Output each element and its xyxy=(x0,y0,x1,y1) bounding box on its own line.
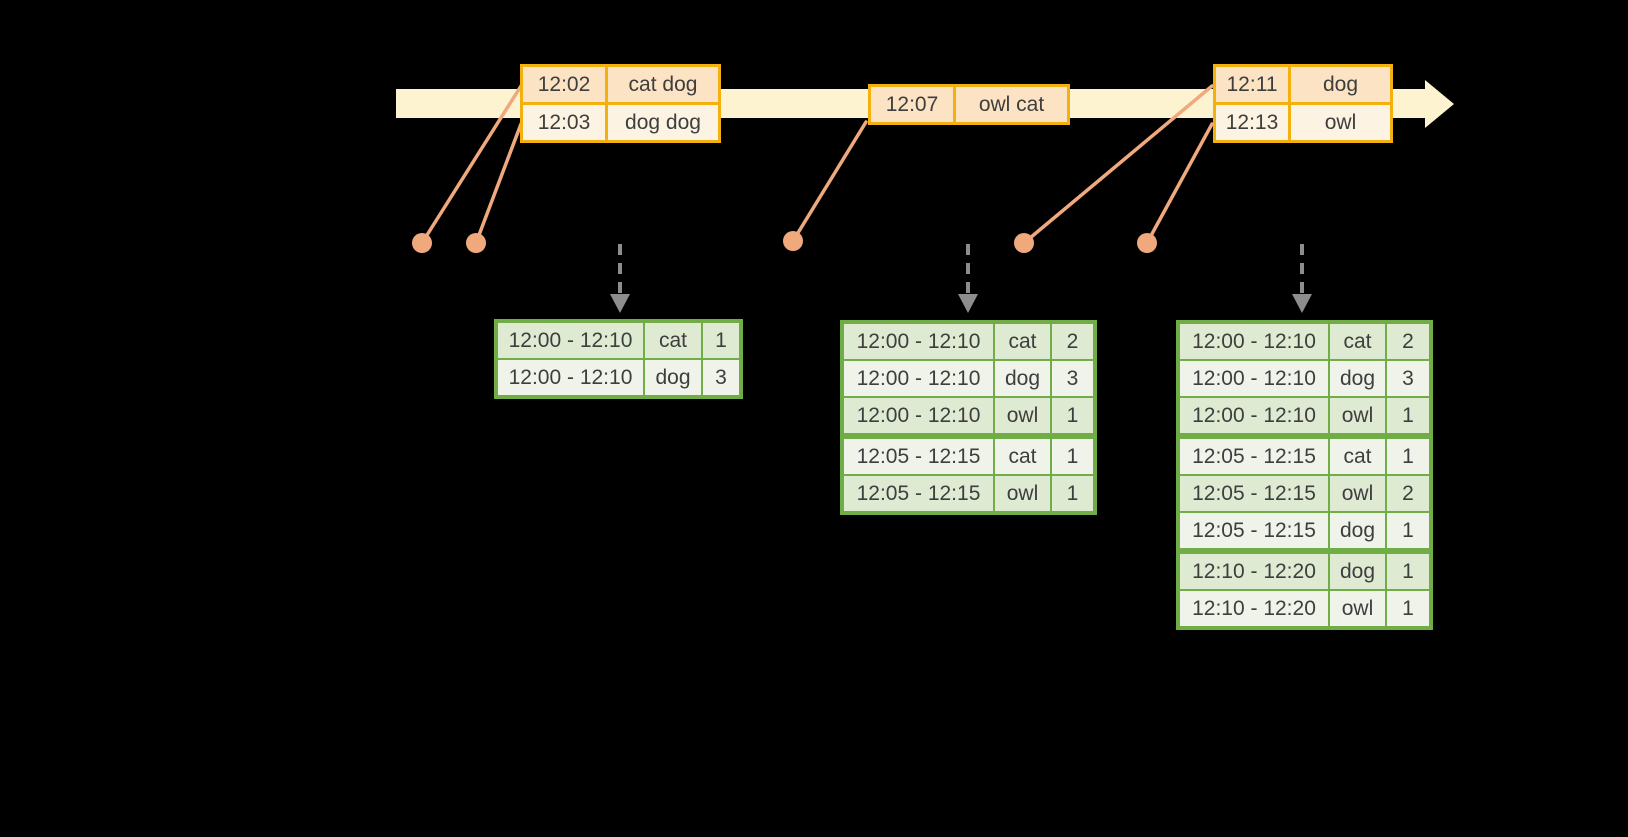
trigger-arrow xyxy=(610,244,630,313)
table-row: 12:00 - 12:10 owl 1 xyxy=(844,398,1093,433)
table-row: 12:13 owl xyxy=(1216,105,1390,140)
count-cell: 1 xyxy=(1387,439,1429,474)
result-table: 12:00 - 12:10 cat 2 12:00 - 12:10 dog 3 … xyxy=(840,320,1097,515)
table-row: 12:05 - 12:15 owl 2 xyxy=(1180,476,1429,511)
event-dot xyxy=(466,233,486,253)
count-cell: 1 xyxy=(1387,398,1429,433)
trigger-arrow xyxy=(958,244,978,313)
connector-line xyxy=(420,84,523,245)
event-table: 12:07 owl cat xyxy=(868,84,1070,125)
window-cell: 12:10 - 12:20 xyxy=(1180,591,1328,626)
word-cell: cat xyxy=(645,323,701,358)
count-cell: 1 xyxy=(1387,554,1429,589)
word-cell: dog xyxy=(995,361,1050,396)
event-dot xyxy=(783,231,803,251)
word-cell: cat xyxy=(995,324,1050,359)
table-row: 12:00 - 12:10 cat 2 xyxy=(1180,324,1429,359)
word-cell: dog xyxy=(1330,513,1385,548)
window-cell: 12:05 - 12:15 xyxy=(1180,476,1328,511)
event-dot xyxy=(1137,233,1157,253)
word-cell: cat xyxy=(1330,324,1385,359)
word-cell: owl xyxy=(995,476,1050,511)
event-time-cell: 12:13 xyxy=(1216,105,1288,140)
word-cell: cat xyxy=(995,439,1050,474)
result-table: 12:00 - 12:10 cat 2 12:00 - 12:10 dog 3 … xyxy=(1176,320,1433,630)
window-cell: 12:00 - 12:10 xyxy=(1180,361,1328,396)
event-words-cell: cat dog xyxy=(608,67,718,102)
event-words-cell: owl xyxy=(1291,105,1390,140)
window-cell: 12:00 - 12:10 xyxy=(498,360,643,395)
connector-line xyxy=(474,122,523,245)
word-cell: cat xyxy=(1330,439,1385,474)
count-cell: 1 xyxy=(703,323,739,358)
event-words-cell: owl cat xyxy=(956,87,1067,122)
word-cell: owl xyxy=(995,398,1050,433)
window-cell: 12:05 - 12:15 xyxy=(1180,513,1328,548)
event-time-cell: 12:03 xyxy=(523,105,605,140)
event-dot xyxy=(412,233,432,253)
connector-line xyxy=(1022,84,1214,245)
count-cell: 2 xyxy=(1052,324,1093,359)
window-cell: 12:00 - 12:10 xyxy=(844,361,993,396)
count-cell: 1 xyxy=(1052,398,1093,433)
window-cell: 12:00 - 12:10 xyxy=(498,323,643,358)
event-words-cell: dog dog xyxy=(608,105,718,140)
count-cell: 3 xyxy=(1052,361,1093,396)
table-row: 12:00 - 12:10 dog 3 xyxy=(844,361,1093,396)
event-time-cell: 12:02 xyxy=(523,67,605,102)
window-cell: 12:00 - 12:10 xyxy=(1180,398,1328,433)
table-row: 12:00 - 12:10 cat 2 xyxy=(844,324,1093,359)
word-cell: owl xyxy=(1330,591,1385,626)
count-cell: 1 xyxy=(1387,513,1429,548)
word-cell: dog xyxy=(1330,554,1385,589)
event-time-cell: 12:07 xyxy=(871,87,953,122)
word-cell: owl xyxy=(1330,476,1385,511)
connector-line xyxy=(1145,122,1214,245)
event-dot xyxy=(1014,233,1034,253)
event-words-cell: dog xyxy=(1291,67,1390,102)
count-cell: 3 xyxy=(1387,361,1429,396)
connector-line xyxy=(791,120,868,243)
window-cell: 12:10 - 12:20 xyxy=(1180,554,1328,589)
word-cell: dog xyxy=(1330,361,1385,396)
window-cell: 12:05 - 12:15 xyxy=(844,439,993,474)
table-row: 12:00 - 12:10 dog 3 xyxy=(498,360,739,395)
table-row: 12:07 owl cat xyxy=(871,87,1067,122)
table-row: 12:03 dog dog xyxy=(523,105,718,140)
count-cell: 2 xyxy=(1387,324,1429,359)
count-cell: 1 xyxy=(1387,591,1429,626)
trigger-arrow xyxy=(1292,244,1312,313)
result-table: 12:00 - 12:10 cat 1 12:00 - 12:10 dog 3 xyxy=(494,319,743,399)
table-row: 12:05 - 12:15 owl 1 xyxy=(844,476,1093,511)
table-row: 12:00 - 12:10 cat 1 xyxy=(498,323,739,358)
count-cell: 1 xyxy=(1052,439,1093,474)
word-cell: owl xyxy=(1330,398,1385,433)
table-row: 12:05 - 12:15 cat 1 xyxy=(844,439,1093,474)
event-time-cell: 12:11 xyxy=(1216,67,1288,102)
table-row: 12:00 - 12:10 dog 3 xyxy=(1180,361,1429,396)
count-cell: 2 xyxy=(1387,476,1429,511)
table-row: 12:11 dog xyxy=(1216,67,1390,102)
table-row: 12:02 cat dog xyxy=(523,67,718,102)
window-cell: 12:05 - 12:15 xyxy=(844,476,993,511)
window-cell: 12:00 - 12:10 xyxy=(844,324,993,359)
table-row: 12:05 - 12:15 cat 1 xyxy=(1180,439,1429,474)
table-row: 12:10 - 12:20 owl 1 xyxy=(1180,591,1429,626)
count-cell: 1 xyxy=(1052,476,1093,511)
window-cell: 12:05 - 12:15 xyxy=(1180,439,1328,474)
table-row: 12:05 - 12:15 dog 1 xyxy=(1180,513,1429,548)
window-cell: 12:00 - 12:10 xyxy=(1180,324,1328,359)
count-cell: 3 xyxy=(703,360,739,395)
table-row: 12:00 - 12:10 owl 1 xyxy=(1180,398,1429,433)
table-row: 12:10 - 12:20 dog 1 xyxy=(1180,554,1429,589)
event-table: 12:11 dog 12:13 owl xyxy=(1213,64,1393,143)
word-cell: dog xyxy=(645,360,701,395)
window-cell: 12:00 - 12:10 xyxy=(844,398,993,433)
event-table: 12:02 cat dog 12:03 dog dog xyxy=(520,64,721,143)
